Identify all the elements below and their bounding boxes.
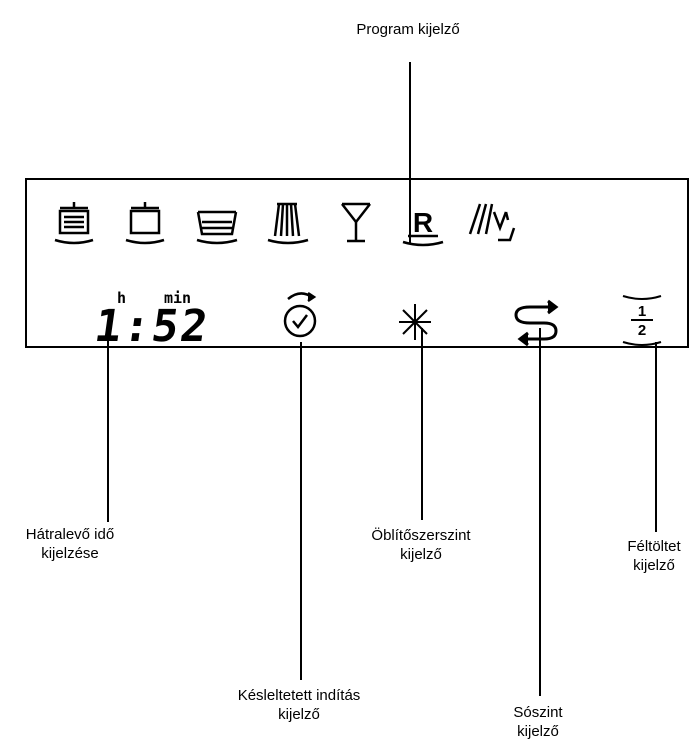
half-load-label: Féltöltet kijelző bbox=[627, 537, 680, 575]
rinse-leader-line bbox=[421, 328, 423, 520]
quick-wash-icon bbox=[267, 202, 309, 245]
program-display-label: Program kijelző bbox=[356, 21, 460, 38]
delay-start-icon bbox=[283, 291, 317, 338]
rinse-program-icon: R bbox=[402, 207, 444, 247]
salt-level-label: Sószint kijelző bbox=[513, 703, 562, 741]
salt-leader-line bbox=[539, 328, 541, 696]
rinse-label-line2: kijelző bbox=[400, 546, 442, 563]
glass-icon bbox=[341, 202, 371, 243]
intensive-pot-icon bbox=[54, 202, 94, 245]
half-leader-line bbox=[655, 342, 657, 532]
rinse-letter: R bbox=[413, 207, 433, 238]
salt-icon bbox=[514, 299, 559, 347]
dishwasher-display-panel bbox=[25, 178, 689, 348]
half-label-line2: kijelző bbox=[633, 557, 675, 574]
normal-pot-icon bbox=[125, 202, 165, 245]
half-denominator: 2 bbox=[638, 322, 646, 339]
half-load-icon: 1 2 bbox=[622, 295, 662, 346]
delay-leader-line bbox=[300, 342, 302, 680]
minute-unit-label: min bbox=[164, 289, 192, 307]
hour-unit-label: h bbox=[117, 289, 127, 307]
salt-label-line1: Sószint bbox=[513, 704, 563, 721]
delay-label-line2: kijelző bbox=[278, 706, 320, 723]
remaining-label-line1: Hátralevő idő bbox=[25, 526, 115, 543]
delay-label-line1: Késleltetett indítás bbox=[237, 687, 361, 704]
remaining-label-line2: kijelzése bbox=[41, 545, 99, 562]
half-numerator: 1 bbox=[638, 303, 646, 320]
rinse-aid-label: Öblítőszerszint kijelző bbox=[371, 526, 470, 564]
prewash-icon bbox=[468, 203, 516, 242]
delay-start-label: Késleltetett indítás kijelző bbox=[238, 686, 361, 724]
remaining-time-label: Hátralevő idő kijelzése bbox=[26, 525, 114, 563]
rinse-label-line1: Öblítőszerszint bbox=[371, 527, 471, 544]
remaining-time-digits: 1:52 bbox=[91, 301, 213, 352]
salt-label-line2: kijelző bbox=[517, 723, 559, 740]
program-leader-line bbox=[409, 62, 411, 244]
remaining-leader-line bbox=[107, 328, 109, 522]
half-label-line1: Féltöltet bbox=[627, 538, 681, 555]
rinse-aid-icon bbox=[399, 304, 431, 340]
eco-plates-icon bbox=[196, 210, 238, 245]
